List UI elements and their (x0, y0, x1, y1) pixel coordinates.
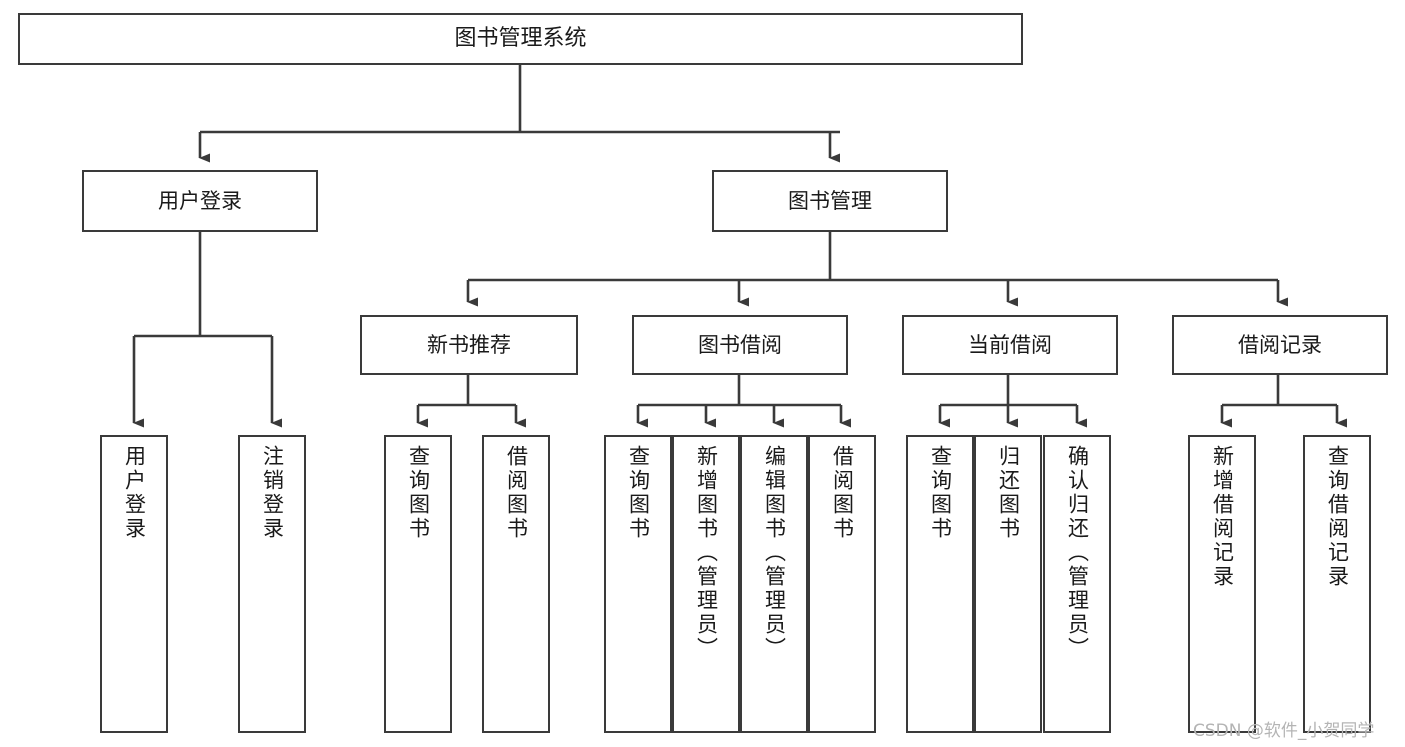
leaf-borrow-borrow-book[interactable]: 借阅图书 (808, 435, 876, 733)
leaf-user-login-logout[interactable]: 注销登录 (238, 435, 306, 733)
leaf-borrow-edit-book-admin[interactable]: 编辑图书（管理员） (740, 435, 808, 733)
leaf-new-book-borrow-book[interactable]: 借阅图书 (482, 435, 550, 733)
leaf-current-confirm-return-admin[interactable]: 确认归还（管理员） (1043, 435, 1111, 733)
node-label: 当前借阅 (968, 332, 1052, 357)
node-label: 注销登录 (260, 445, 285, 541)
node-label: 新增借阅记录 (1210, 445, 1235, 589)
node-label: 确认归还（管理员） (1065, 445, 1090, 661)
node-label: 借阅图书 (504, 445, 529, 541)
node-label: 图书借阅 (698, 332, 782, 357)
leaf-record-query-record[interactable]: 查询借阅记录 (1303, 435, 1371, 733)
node-label: 用户登录 (158, 188, 242, 213)
leaf-borrow-query-book[interactable]: 查询图书 (604, 435, 672, 733)
node-label: 新书推荐 (427, 332, 511, 357)
node-label: 图书管理系统 (454, 26, 587, 52)
node-borrow-record[interactable]: 借阅记录 (1172, 315, 1388, 375)
node-current-borrow[interactable]: 当前借阅 (902, 315, 1118, 375)
node-label: 查询图书 (626, 445, 651, 541)
node-label: 用户登录 (122, 445, 147, 541)
node-label: 查询借阅记录 (1325, 445, 1350, 589)
node-book-borrow[interactable]: 图书借阅 (632, 315, 848, 375)
node-new-book-recommend[interactable]: 新书推荐 (360, 315, 578, 375)
leaf-record-add-record[interactable]: 新增借阅记录 (1188, 435, 1256, 733)
node-label: 查询图书 (406, 445, 431, 541)
leaf-new-book-query-book[interactable]: 查询图书 (384, 435, 452, 733)
node-label: 借阅记录 (1238, 332, 1322, 357)
node-root-book-management-system[interactable]: 图书管理系统 (18, 13, 1023, 65)
node-book-management[interactable]: 图书管理 (712, 170, 948, 232)
node-user-login[interactable]: 用户登录 (82, 170, 318, 232)
leaf-current-query-book[interactable]: 查询图书 (906, 435, 974, 733)
node-label: 借阅图书 (830, 445, 855, 541)
leaf-current-return-book[interactable]: 归还图书 (974, 435, 1042, 733)
csdn-watermark: CSDN @软件_小贺同学 (1193, 721, 1375, 741)
node-label: 归还图书 (996, 445, 1021, 541)
node-label: 编辑图书（管理员） (762, 445, 787, 661)
node-label: 新增图书（管理员） (694, 445, 719, 661)
node-label: 图书管理 (788, 188, 872, 213)
leaf-user-login-login[interactable]: 用户登录 (100, 435, 168, 733)
leaf-borrow-add-book-admin[interactable]: 新增图书（管理员） (672, 435, 740, 733)
node-label: 查询图书 (928, 445, 953, 541)
